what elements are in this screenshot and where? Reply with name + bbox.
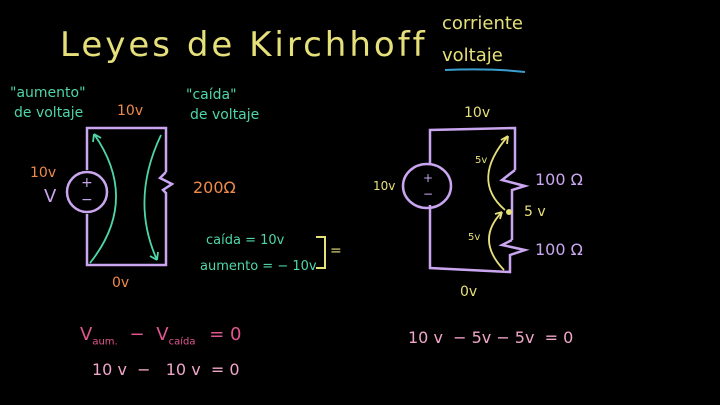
right-circuit-arrows xyxy=(487,135,509,271)
v-rise-subscript: aum. xyxy=(92,336,118,348)
node-dot-icon xyxy=(506,209,512,215)
left-top-voltage: 10v xyxy=(117,103,144,119)
right-resistor-1-label: 100 Ω xyxy=(535,170,583,189)
right-source-voltage: 10v xyxy=(373,179,396,193)
left-bottom-voltage: 0v xyxy=(112,275,130,291)
right-drop-1: 5v xyxy=(475,155,488,166)
right-source-plus: + xyxy=(423,171,434,185)
left-resistor-label: 200Ω xyxy=(193,178,236,197)
drop-label: "caída" xyxy=(186,87,237,103)
left-circuit-wires xyxy=(65,126,175,267)
left-circuit-arrows xyxy=(89,133,162,264)
right-resistor-2-label: 100 Ω xyxy=(535,240,583,259)
voltage-underline xyxy=(444,68,526,73)
left-source-plus: + xyxy=(81,175,93,191)
left-source-minus: − xyxy=(81,192,93,208)
numeric-equation-right: 10 v − 5v − 5v = 0 xyxy=(408,328,574,347)
v-drop-symbol: V xyxy=(156,324,169,345)
right-top-voltage: 10v xyxy=(464,105,491,121)
right-bottom-voltage: 0v xyxy=(460,284,478,300)
bracket-equals: = xyxy=(330,243,342,259)
right-circuit-wires xyxy=(401,126,530,274)
numeric-equation-left: 10 v − 10 v = 0 xyxy=(92,360,240,379)
equation-bracket xyxy=(316,236,326,269)
v-drop-subscript: caída xyxy=(168,336,196,348)
topic-voltage: voltaje xyxy=(442,45,503,66)
minus-sign: − xyxy=(129,324,145,345)
right-source-minus: − xyxy=(423,187,434,201)
equals-zero: = 0 xyxy=(209,324,242,345)
general-equation: Vaum. − Vcaída = 0 xyxy=(80,326,242,348)
left-source-symbol: V xyxy=(44,186,57,207)
right-voltage-source-icon xyxy=(401,162,453,210)
v-rise-symbol: V xyxy=(80,324,93,345)
rise-label-2: de voltaje xyxy=(14,105,84,121)
rise-label: "aumento" xyxy=(10,85,86,101)
node-voltage-label: 5 v xyxy=(524,204,546,220)
right-drop-2: 5v xyxy=(468,232,481,243)
drop-equation: caída = 10v xyxy=(206,233,285,248)
rise-equation: aumento = − 10v xyxy=(200,259,317,274)
drop-label-2: de voltaje xyxy=(190,107,260,123)
topic-current: corriente xyxy=(442,13,524,34)
page-title: Leyes de Kirchhoff xyxy=(60,25,428,65)
left-voltage-source-icon xyxy=(65,170,109,214)
left-source-voltage: 10v xyxy=(30,165,57,181)
